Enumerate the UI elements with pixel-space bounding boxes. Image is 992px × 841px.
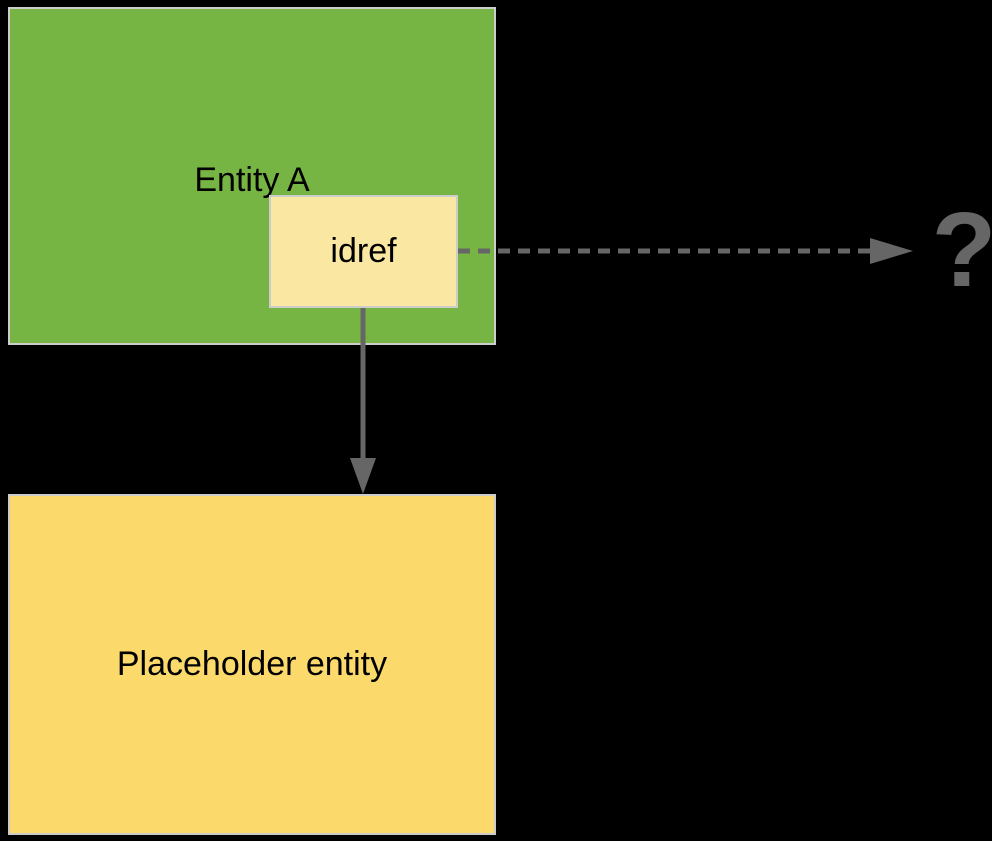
idref-box: idref	[269, 195, 458, 308]
entity-a-label: Entity A	[194, 161, 310, 199]
idref-to-unknown-dashed-arrow	[458, 238, 913, 264]
down-arrowhead-icon	[350, 458, 376, 494]
placeholder-entity-box: Placeholder entity	[8, 494, 496, 835]
idref-to-placeholder-solid-arrow	[350, 308, 376, 494]
idref-label: idref	[330, 232, 397, 270]
unknown-target-question-mark: ?	[931, 190, 992, 309]
right-arrowhead-icon	[870, 238, 913, 264]
placeholder-entity-label: Placeholder entity	[116, 645, 388, 683]
